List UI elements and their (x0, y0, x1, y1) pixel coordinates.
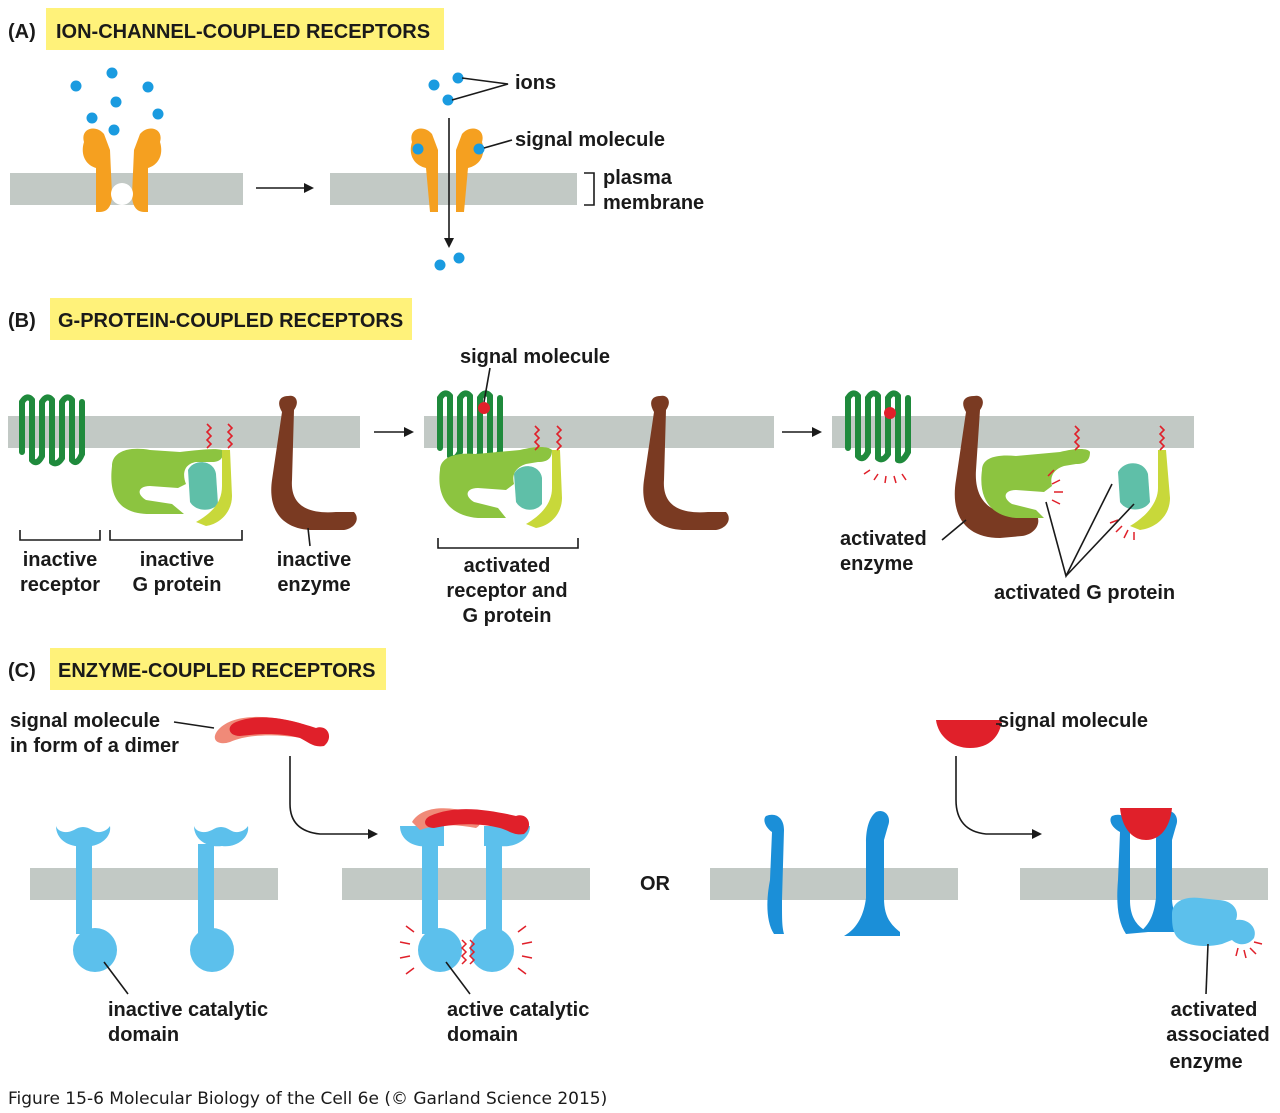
inactive-g-protein (111, 423, 234, 526)
activated-g-protein-bound (439, 425, 563, 528)
pointer-assoc-enzyme (1205, 943, 1209, 995)
label-inactive-enzyme-2: enzyme (277, 574, 350, 596)
enzyme-stage-2 (643, 395, 729, 530)
label-activated-rg-3: G protein (463, 605, 552, 627)
ion-channel-closed (82, 128, 162, 212)
bracket-g-protein (109, 530, 243, 541)
label-activated-rg-2: receptor and (446, 580, 567, 602)
membrane-b3 (832, 416, 1194, 448)
active-rtk-dimer (399, 808, 533, 975)
ions-outside (70, 67, 164, 136)
pointer-active-domain (445, 961, 471, 995)
ions-pointer (451, 77, 509, 101)
arrow-c2 (955, 756, 1042, 839)
panel-b-title-highlight (50, 298, 412, 340)
membrane-b2 (424, 416, 774, 448)
activated-receptor (845, 390, 911, 464)
label-activated-g-protein: activated G protein (994, 582, 1175, 604)
panel-a: (A) ION-CHANNEL-COUPLED RECEPTORS (8, 8, 704, 271)
label-dimer-1: signal molecule (10, 710, 160, 732)
ions-flowing (428, 72, 465, 271)
signal-pointer-a (483, 139, 513, 149)
membrane-c2 (342, 868, 590, 900)
bracket-receptor (19, 530, 101, 541)
panel-c-title: ENZYME-COUPLED RECEPTORS (58, 660, 375, 682)
label-ions: ions (515, 72, 556, 94)
label-inactive-receptor-1: inactive (23, 549, 97, 571)
label-active-domain-2: domain (447, 1024, 518, 1046)
label-plasma: plasma (603, 167, 673, 189)
panel-c-letter: (C) (8, 660, 36, 682)
panel-c: (C) ENZYME-COUPLED RECEPTORS signal mole… (8, 648, 1270, 1073)
label-active-domain-1: active catalytic (447, 999, 589, 1021)
pointer-activated-enzyme (941, 519, 967, 541)
membrane-c4 (1020, 868, 1268, 900)
activated-receptor-complex (1110, 808, 1263, 959)
activated-enzyme (954, 395, 1039, 538)
activation-rays-receptor (863, 469, 907, 484)
signal-molecule-c (936, 720, 1002, 748)
label-or: OR (640, 873, 671, 895)
panel-a-title-highlight (46, 8, 444, 50)
panel-a-letter: (A) (8, 21, 36, 43)
inactive-receptor (19, 394, 85, 467)
plasma-membrane-right (330, 173, 577, 205)
pointer-dimer (173, 721, 215, 729)
receptor-subunit-right (844, 810, 907, 936)
membrane-bracket (584, 172, 595, 206)
inactive-rtk-left (56, 826, 117, 972)
panel-b-title: G-PROTEIN-COUPLED RECEPTORS (58, 310, 403, 332)
figure-caption: Figure 15-6 Molecular Biology of the Cel… (8, 1089, 607, 1109)
receptor-subunit-left (764, 814, 784, 934)
label-signal-molecule-b: signal molecule (460, 346, 610, 368)
g-beta-gamma-free (1109, 425, 1170, 540)
membrane-c1 (30, 868, 278, 900)
label-inactive-domain-2: domain (108, 1024, 179, 1046)
label-dimer-2: in form of a dimer (10, 735, 179, 757)
signal-molecule-b3 (884, 407, 896, 419)
label-activated-rg-1: activated (464, 555, 551, 577)
label-inactive-receptor-2: receptor (20, 574, 100, 596)
panel-b: (B) G-PROTEIN-COUPLED RECEPTORS inactive… (8, 298, 1194, 627)
label-inactive-domain-1: inactive catalytic (108, 999, 268, 1021)
label-signal-molecule-a: signal molecule (515, 129, 665, 151)
label-activated-enzyme-1: activated (840, 528, 927, 550)
g-alpha-free (981, 425, 1090, 518)
label-signal-molecule-c: signal molecule (998, 710, 1148, 732)
panel-c-title-highlight (50, 648, 386, 690)
receptor-with-signal (437, 390, 503, 464)
inactive-rtk-right (190, 826, 249, 972)
label-assoc-enzyme-1: activated (1171, 999, 1258, 1021)
label-activated-enzyme-2: enzyme (840, 553, 913, 575)
panel-a-title: ION-CHANNEL-COUPLED RECEPTORS (56, 21, 430, 43)
label-inactive-enzyme-1: inactive (277, 549, 351, 571)
signal-molecule-b-bound (478, 402, 490, 414)
membrane-c3 (710, 868, 958, 900)
pointer-inactive-domain (103, 961, 129, 995)
signal-molecule-a-left (412, 143, 424, 155)
label-membrane: membrane (603, 192, 704, 214)
label-assoc-enzyme-2: associated (1166, 1024, 1269, 1046)
membrane-b1 (8, 416, 360, 448)
bracket-activated (437, 538, 579, 549)
panel-b-letter: (B) (8, 310, 36, 332)
arrow-c1 (289, 756, 378, 839)
pointer-inactive-enzyme (307, 527, 311, 547)
label-assoc-enzyme-3: enzyme (1169, 1051, 1242, 1073)
label-inactive-g-2: G protein (133, 574, 222, 596)
pointer-signal-b (483, 367, 491, 403)
label-inactive-g-1: inactive (140, 549, 214, 571)
inactive-enzyme (271, 395, 357, 530)
dimer-signal-molecule (214, 716, 330, 747)
signal-molecule-a-right (473, 143, 485, 155)
pointer-activated-g-2 (1065, 503, 1135, 577)
